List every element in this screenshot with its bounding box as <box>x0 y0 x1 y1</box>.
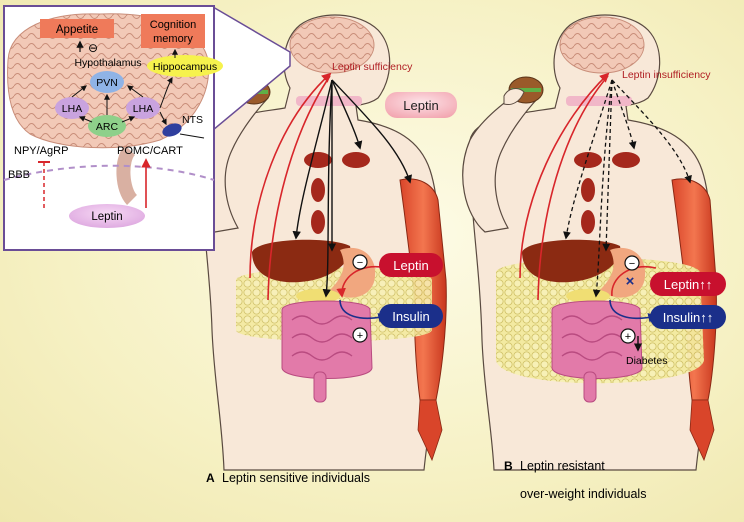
arc-label: ARC <box>96 121 119 133</box>
insulin-pill-a <box>379 304 443 328</box>
pvn-label: PVN <box>96 77 118 89</box>
hippocampus-label: Hippocampus <box>153 61 217 73</box>
caption-b-letter: B <box>504 459 513 473</box>
leptin-label-pill <box>385 92 457 118</box>
caption-a: Leptin sensitive individuals <box>222 471 370 485</box>
arrows-b <box>519 72 692 352</box>
plus-a: + <box>357 330 363 342</box>
nts-node <box>162 123 182 137</box>
minus-a: − <box>357 257 363 269</box>
nts-label: NTS <box>182 114 203 126</box>
cognition-label: Cognition <box>150 19 196 31</box>
appetite-box <box>40 19 114 38</box>
plus-b: + <box>625 331 631 343</box>
pomc-label: POMC/CART <box>117 145 183 157</box>
arc-node <box>88 115 126 137</box>
pvn-node <box>90 71 124 93</box>
body-b <box>462 14 717 471</box>
leptin-insufficiency-label: Leptin insufficiency <box>622 69 711 81</box>
lha-left-label: LHA <box>62 103 82 115</box>
inset-arrows <box>71 76 205 139</box>
leptin-pill-b <box>650 272 726 296</box>
hippocampus-pill <box>147 55 223 77</box>
hypothalamus-label: Hypothalamus <box>74 57 141 69</box>
arrows-a <box>249 72 412 323</box>
appetite-label: Appetite <box>56 24 98 36</box>
inset-leptin-label: Leptin <box>91 211 122 223</box>
caption-b-line1: Leptin resistant <box>520 459 605 473</box>
lha-right-node <box>126 97 160 119</box>
caption-b-line2: over-weight individuals <box>520 487 646 501</box>
plus-circle-b <box>620 328 636 344</box>
bbb-label: BBB <box>8 169 30 181</box>
minus-circle-a <box>352 254 368 270</box>
leptin-pill-b-label: Leptin↑↑ <box>664 277 712 292</box>
cognition-box <box>141 14 205 48</box>
insulin-pill-a-label: Insulin <box>392 309 430 324</box>
lha-left-node <box>55 97 89 119</box>
leptin-pill-a <box>379 253 443 277</box>
diabetes-label: Diabetes <box>626 355 667 367</box>
leptin-sufficiency-label: Leptin sufficiency <box>332 61 413 73</box>
insulin-pill-b <box>650 305 726 329</box>
plus-circle-a <box>352 327 368 343</box>
body-a <box>192 14 447 471</box>
appetite-minus: ⊖ <box>88 41 98 55</box>
leptin-pill-a-label: Leptin <box>393 258 428 273</box>
npy-label: NPY/AgRP <box>14 145 68 157</box>
lha-right-label: LHA <box>133 103 153 115</box>
inset-leptin-pill <box>69 204 145 228</box>
minus-circle-b <box>624 255 640 271</box>
minus-b: − <box>629 258 635 270</box>
memory-label: memory <box>153 33 193 45</box>
caption-a-letter: A <box>206 471 215 485</box>
leptin-label: Leptin <box>403 98 438 113</box>
insulin-pill-b-label: Insulin↑↑ <box>663 310 714 325</box>
cross-b: × <box>626 273 635 290</box>
